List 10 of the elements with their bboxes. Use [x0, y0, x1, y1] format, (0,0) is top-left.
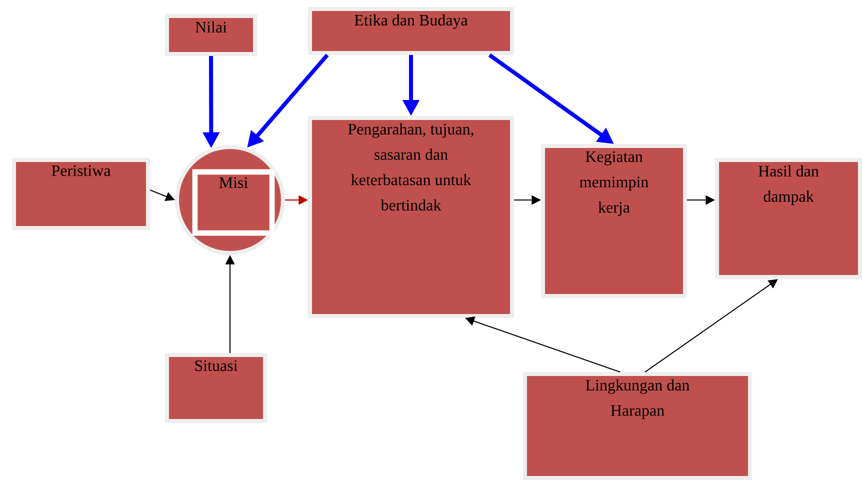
mission-box: Misi	[192, 169, 275, 236]
process-box: Kegiatan memimpin kerja	[541, 144, 687, 298]
process-box: Situasi	[165, 353, 267, 423]
process-box: Pengarahan, tujuan, sasaran dan keterbatasan untuk bertindak	[308, 116, 514, 318]
process-box: Etika dan Budaya	[308, 7, 514, 55]
process-box: Hasil dan dampak	[715, 158, 862, 280]
process-box: Nilai	[165, 14, 257, 56]
arrow	[644, 279, 778, 372]
process-box: Peristiwa	[12, 158, 150, 230]
process-box: Lingkungan dan Harapan	[522, 372, 752, 480]
